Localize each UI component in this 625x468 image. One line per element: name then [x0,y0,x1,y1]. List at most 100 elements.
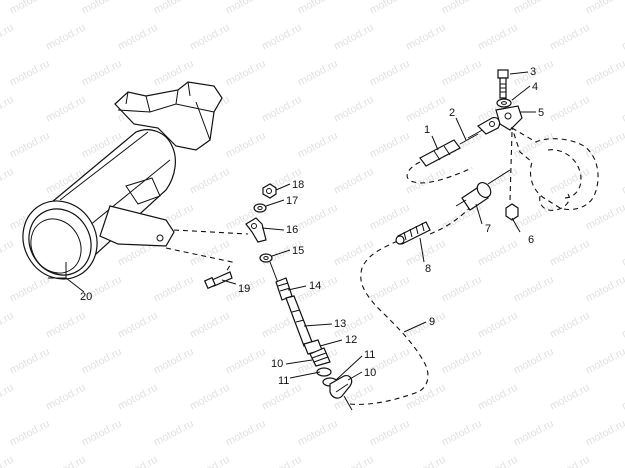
callout-6: 6 [528,234,534,246]
watermark-text: motod.ru [512,274,556,305]
watermark-text: motod.ru [188,22,232,53]
watermark-text: motod.ru [404,310,448,341]
watermark-text: motod.ru [8,418,52,449]
watermark-text: motod.ru [548,238,592,269]
watermark-text: motod.ru [440,58,484,89]
watermark-text: motod.ru [296,202,340,233]
callout-8: 8 [425,263,431,275]
watermark-text: motod.ru [476,382,520,413]
watermark-text: motod.ru [0,382,16,413]
watermark-text: motod.ru [0,238,16,269]
callout-3: 3 [530,66,536,78]
watermark-text: motod.ru [0,454,16,468]
watermark-text: motod.ru [80,58,124,89]
callout-14: 14 [309,280,321,292]
callout-11-left: 11 [278,375,289,387]
part-4-washer [496,98,512,108]
callout-5: 5 [538,107,544,119]
callout-10-lower: 10 [364,367,376,379]
watermark-text: motod.ru [620,310,625,341]
callout-2: 2 [449,107,455,119]
part-19-bolt [203,271,233,290]
watermark-text: motod.ru [224,58,268,89]
watermark-text: motod.ru [296,418,340,449]
watermark-text: motod.ru [44,310,88,341]
watermark-text: motod.ru [404,94,448,125]
watermark-text: motod.ru [368,0,412,17]
watermark-text: motod.ru [368,58,412,89]
watermark-text: motod.ru [224,130,268,161]
watermark-text: motod.ru [584,418,625,449]
watermark-text: motod.ru [548,22,592,53]
shaft-line [509,131,513,201]
watermark-text: motod.ru [584,58,625,89]
leader-lines [65,71,536,381]
watermark-text: motod.ru [332,454,376,468]
watermark-text: motod.ru [44,94,88,125]
callout-7: 7 [485,223,491,235]
watermark-text: motod.ru [260,22,304,53]
watermark-text: motod.ru [8,58,52,89]
watermark-text: motod.ru [8,130,52,161]
callout-11-right: 11 [364,349,375,361]
watermark-text: motod.ru [476,310,520,341]
watermark-text: motod.ru [188,238,232,269]
watermark-text: motod.ru [584,202,625,233]
watermark-text: motod.ru [152,0,196,17]
watermark-text: motod.ru [512,202,556,233]
watermark-text: motod.ru [224,0,268,17]
watermark-text: motod.ru [152,346,196,377]
watermark-text: motod.ru [116,22,160,53]
watermark-text: motod.ru [368,202,412,233]
watermark-text: motod.ru [0,22,16,53]
watermark-text: motod.ru [260,94,304,125]
part-6-nut [505,203,519,221]
watermark-text: motod.ru [116,454,160,468]
assembly-line-housing-to-bolt [165,247,233,273]
watermark-text: motod.ru [224,346,268,377]
throttle-body-outline [511,126,599,211]
callout-20: 20 [80,291,92,303]
watermark-text: motod.ru [8,274,52,305]
watermark-text: motod.ru [0,310,16,341]
watermark-text: motod.ru [296,0,340,17]
watermark-text: motod.ru [440,418,484,449]
watermark-text: motod.ru [332,94,376,125]
watermark-text: motod.ru [512,418,556,449]
watermark-text: motod.ru [332,166,376,197]
watermark-text: motod.ru [80,346,124,377]
part-11-washer-upper [316,367,332,377]
part-15-washer [259,253,273,263]
assembly-line-housing-to-bracket [173,229,249,235]
watermark-text: motod.ru [80,418,124,449]
part-10-elbow-fitting-lower [329,375,353,411]
callout-12: 12 [345,334,357,346]
watermark-text: motod.ru [224,418,268,449]
watermark-text: motod.ru [476,22,520,53]
part-7-cable-fitting [455,169,511,211]
watermark-text: motod.ru [116,382,160,413]
callout-10-upper: 10 [271,358,283,370]
watermark-text: motod.ru [548,310,592,341]
watermark-text: motod.ru [188,166,232,197]
watermark-text: motod.ru [512,130,556,161]
watermark-text: motod.ru [44,382,88,413]
watermark-text: motod.ru [620,382,625,413]
watermark-text: motod.ru [80,0,124,17]
watermark-text: motod.ru [620,238,625,269]
watermark-text: motod.ru [152,418,196,449]
throttle-body-inner [547,149,582,199]
watermark-text: motod.ru [548,94,592,125]
watermark-text: motod.ru [620,22,625,53]
part-10-fitting-upper [309,347,331,367]
part-8-cable-end [395,221,431,245]
watermark-text: motod.ru [476,454,520,468]
watermark-text: motod.ru [296,130,340,161]
callout-16: 16 [286,224,298,236]
cable-loop-part-1 [406,161,473,184]
watermark-text: motod.ru [188,382,232,413]
watermark-text: motod.ru [332,22,376,53]
watermark-text: motod.ru [188,454,232,468]
callout-19: 19 [238,283,250,295]
